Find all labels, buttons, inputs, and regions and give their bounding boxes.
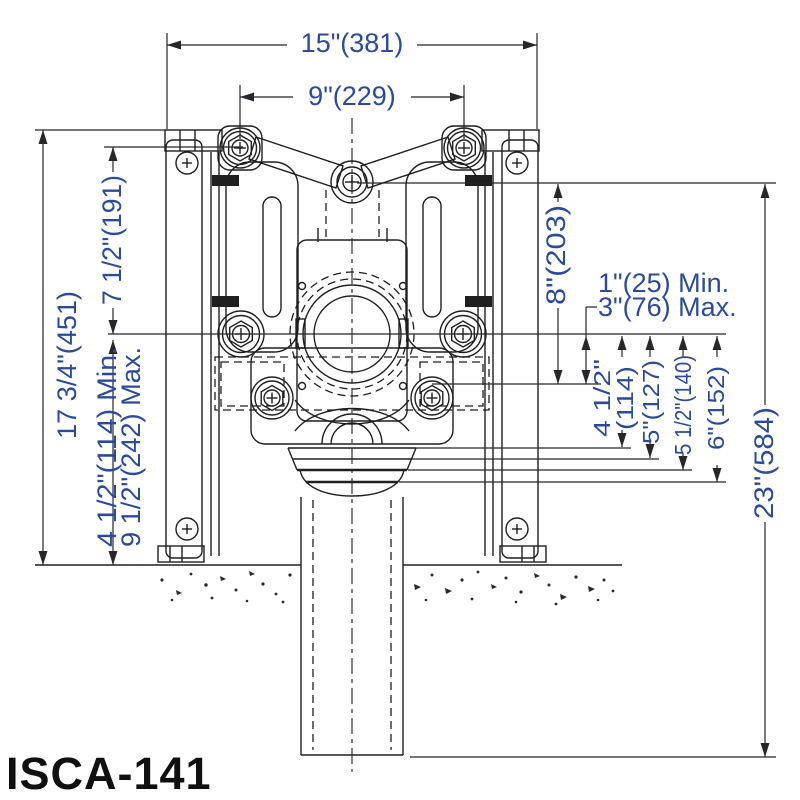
- upright-screw: [505, 151, 529, 175]
- dim-outlet-a-label-line1: 4 1/2": [589, 359, 615, 437]
- dimension-arrowheads: [38, 40, 770, 757]
- dim-outlet-a-label-line2: (114): [612, 366, 638, 430]
- upright-screw: [505, 517, 529, 541]
- dim-centerline-floor-min-label: 4 1/2"(114) Min.: [92, 347, 122, 547]
- carrier-arm: [225, 161, 299, 353]
- dim-centerline-floor-max-label: 9 1/2"(242) Max.: [116, 347, 146, 547]
- dim-overall-height-label: 17 3/4"(451): [52, 291, 82, 439]
- lower-right-bolt: [410, 376, 454, 420]
- floor: [35, 564, 622, 606]
- carrier-arm: [405, 161, 479, 353]
- upright-foot: [499, 545, 547, 563]
- dim-outlet-b-label: 5"(127): [638, 360, 664, 444]
- dimension-labels: 15"(381) 9"(229) 17 3/4"(451) 7 1/2"(191…: [52, 28, 779, 547]
- upright-screw: [175, 517, 199, 541]
- right-upright: [465, 129, 547, 563]
- upright-screw: [175, 151, 199, 175]
- model-number-label: ISCA-141: [6, 748, 212, 799]
- adjustment-slot: [262, 196, 282, 318]
- upright-foot: [157, 545, 205, 563]
- clamp-tab: [465, 175, 492, 186]
- dim-top-to-plate-label: 8"(203): [541, 205, 571, 305]
- clamp-tab: [212, 175, 239, 186]
- dim-overall-depth-label: 23"(584): [749, 407, 779, 519]
- dim-plate-max-label: 3"(76) Max.: [598, 292, 737, 322]
- dim-outlet-c-label: 5 1/2"(140): [670, 355, 696, 455]
- adjustment-slot: [422, 196, 442, 318]
- lower-left-bolt: [250, 376, 294, 420]
- dim-top-to-centerline-label: 7 1/2"(191): [97, 175, 127, 305]
- dim-plate-min-label: 1"(25) Min.: [598, 268, 729, 298]
- drain-pipe: [300, 497, 404, 756]
- dim-overall-width-label: 15"(381): [301, 28, 404, 58]
- dim-outlet-d-label: 6"(152): [703, 366, 729, 450]
- dimension-lines: [35, 33, 776, 758]
- dim-bolt-spacing-label: 9"(229): [308, 81, 396, 111]
- ground-stipple: [160, 570, 615, 606]
- carrier-body: [214, 118, 490, 772]
- left-upright: [157, 129, 239, 563]
